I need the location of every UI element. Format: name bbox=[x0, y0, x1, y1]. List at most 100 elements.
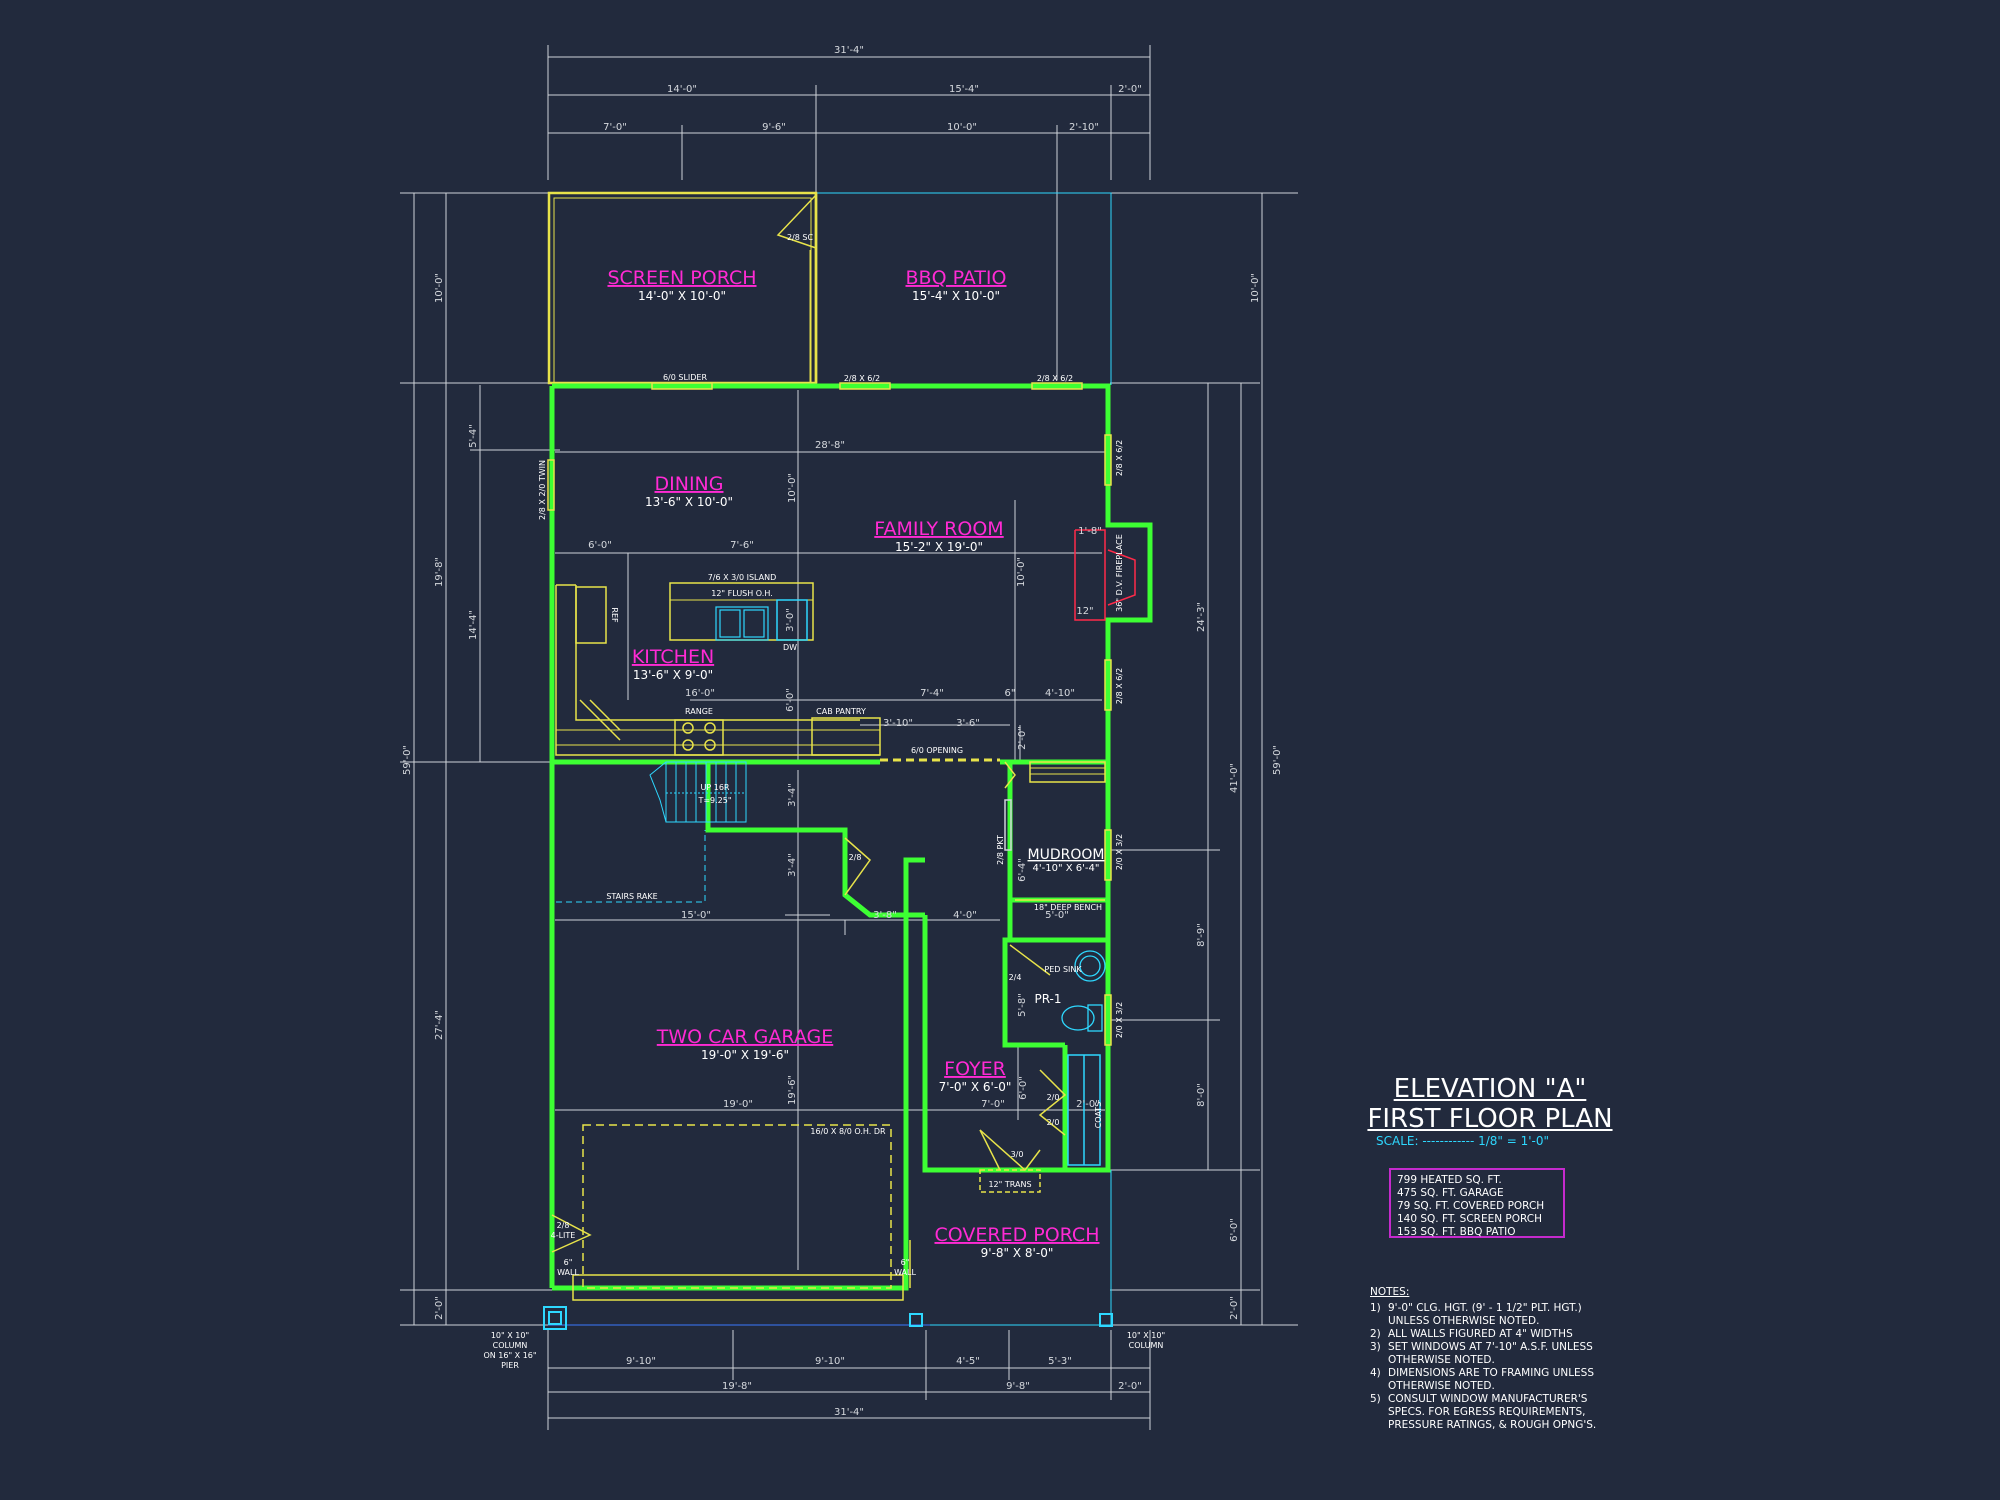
note-item: 1) 9'-0" CLG. HGT. (9' - 1 1/2" PLT. HGT.… bbox=[1370, 1302, 1610, 1328]
column-label: COLUMN bbox=[493, 1341, 528, 1350]
elevation-title: ELEVATION "A" bbox=[1393, 1074, 1587, 1104]
dim-left: 10'-0" bbox=[434, 273, 445, 303]
dim-interior: 6" bbox=[1005, 688, 1016, 699]
annotation-labels: 2/8 SC 6/0 SLIDER 2/8 X 6/2 2/8 X 6/2 2/… bbox=[483, 233, 1165, 1370]
door-label: 2/0 bbox=[1047, 1118, 1060, 1127]
note-number: 1) bbox=[1370, 1302, 1381, 1314]
columns bbox=[543, 1306, 1113, 1330]
door-label: 2/0 bbox=[1047, 1093, 1060, 1102]
dim-interior: 3'-8" bbox=[873, 910, 897, 921]
area-item: 799 HEATED SQ. FT. bbox=[1397, 1174, 1502, 1186]
note-text: 9'-0" CLG. HGT. (9' - 1 1/2" PLT. HGT.) … bbox=[1388, 1302, 1582, 1327]
dim-interior: 7'-0" bbox=[981, 1099, 1005, 1110]
stairs bbox=[556, 761, 747, 903]
stairs-riser-label: T=9.25" bbox=[697, 796, 731, 805]
doors bbox=[551, 837, 1101, 1288]
room-size: 13'-6" X 10'-0" bbox=[645, 495, 733, 509]
area-item: 153 SQ. FT. BBQ PATIO bbox=[1397, 1226, 1516, 1238]
dim-left-inner: 5'-4" bbox=[468, 424, 479, 448]
fireplace-label: 36" D.V. FIREPLACE bbox=[1115, 534, 1124, 612]
room-labels: SCREEN PORCH 14'-0" X 10'-0" BBQ PATIO 1… bbox=[607, 267, 1104, 1260]
room-name: DINING bbox=[655, 473, 724, 495]
dim-top: 2'-10" bbox=[1069, 122, 1099, 133]
dim-right: 10'-0" bbox=[1250, 273, 1261, 303]
dim-top: 15'-4" bbox=[949, 84, 979, 95]
door-label: 4-LITE bbox=[551, 1231, 576, 1240]
note-number: 4) bbox=[1370, 1367, 1381, 1379]
dim-interior: 3'-10" bbox=[883, 718, 913, 729]
wall-label: 6" bbox=[901, 1258, 910, 1267]
window-label: 2/8 X 6/2 bbox=[1037, 374, 1073, 383]
dim-interior: 6'-0" bbox=[785, 688, 796, 712]
room-size: 7'-0" X 6'-0" bbox=[939, 1080, 1012, 1094]
range-label: RANGE bbox=[685, 707, 713, 716]
dim-interior: 2'-0" bbox=[1017, 726, 1028, 750]
column-label: ON 16" X 16" bbox=[483, 1351, 536, 1360]
room-size: 19'-0" X 19'-6" bbox=[701, 1048, 789, 1062]
room-name: BBQ PATIO bbox=[906, 267, 1007, 289]
dim-bottom: 5'-3" bbox=[1048, 1356, 1072, 1367]
dim-left-outer: 59'-0" bbox=[402, 745, 413, 775]
room-name: FOYER bbox=[944, 1058, 1006, 1080]
door-label: 2/8 PKT bbox=[996, 835, 1005, 865]
dim-bottom: 9'-10" bbox=[626, 1356, 656, 1367]
note-text: DIMENSIONS ARE TO FRAMING UNLESS OTHERWI… bbox=[1388, 1367, 1595, 1392]
powder-room-fixtures bbox=[1061, 950, 1106, 1032]
note-item: 2)ALL WALLS FIGURED AT 4" WIDTHS bbox=[1370, 1328, 1610, 1341]
dim-interior: 19'-6" bbox=[787, 1075, 798, 1105]
door-label: 2/8 bbox=[557, 1221, 570, 1230]
dim-top: 10'-0" bbox=[947, 122, 977, 133]
stairs-rake-label: STAIRS RAKE bbox=[606, 892, 657, 901]
dim-interior: 6'-4" bbox=[1017, 858, 1028, 882]
scale-label: SCALE: ------------ 1/8" = 1'-0" bbox=[1376, 1134, 1550, 1148]
room-name: KITCHEN bbox=[632, 646, 714, 668]
dim-interior: 5'-8" bbox=[1017, 993, 1028, 1017]
dim-interior: 3'-4" bbox=[787, 853, 798, 877]
garage-door bbox=[572, 1124, 904, 1301]
dim-top: 9'-6" bbox=[762, 122, 786, 133]
area-item: 79 SQ. FT. COVERED PORCH bbox=[1397, 1200, 1545, 1212]
note-item: 4) DIMENSIONS ARE TO FRAMING UNLESS OTHER… bbox=[1370, 1367, 1610, 1393]
room-name: SCREEN PORCH bbox=[607, 267, 756, 289]
dim-interior: 5'-0" bbox=[1045, 910, 1069, 921]
refrigerator-label: REF bbox=[610, 607, 619, 623]
window-label: 2/0 X 3/2 bbox=[1115, 834, 1124, 870]
mudroom-bench bbox=[1004, 761, 1106, 901]
note-number: 5) bbox=[1370, 1393, 1381, 1405]
dim-interior: 2'-0" bbox=[1076, 1099, 1100, 1110]
transom-label: 12" TRANS bbox=[988, 1180, 1031, 1189]
room-name: COVERED PORCH bbox=[935, 1224, 1100, 1246]
window-label: 2/0 X 3/2 bbox=[1115, 1002, 1124, 1038]
column-label: 10" X 10" bbox=[1127, 1331, 1165, 1340]
dim-right: 41'-0" bbox=[1229, 763, 1240, 793]
dim-right: 8'-0" bbox=[1196, 1083, 1207, 1107]
stairs-label: UP 16R bbox=[701, 783, 730, 792]
dishwasher-label: DW bbox=[783, 643, 797, 652]
room-size: 4'-10" X 6'-4" bbox=[1033, 863, 1100, 874]
dim-bottom: 9'-10" bbox=[815, 1356, 845, 1367]
dim-interior: 4'-0" bbox=[953, 910, 977, 921]
window-label: 2/8 X 6/2 bbox=[844, 374, 880, 383]
dim-interior: 6'-0" bbox=[588, 540, 612, 551]
dim-left: 2'-0" bbox=[434, 1296, 445, 1320]
dim-interior: 3'-4" bbox=[787, 783, 798, 807]
column-label: COLUMN bbox=[1129, 1341, 1164, 1350]
dim-left: 27'-4" bbox=[434, 1010, 445, 1040]
dim-interior: 10'-0" bbox=[787, 473, 798, 503]
dim-left: 19'-8" bbox=[434, 557, 445, 587]
dim-interior: 10'-0" bbox=[1016, 557, 1027, 587]
note-text: SET WINDOWS AT 7'-10" A.S.F. UNLESS OTHE… bbox=[1388, 1341, 1593, 1366]
note-item: 3)SET WINDOWS AT 7'-10" A.S.F. UNLESS OT… bbox=[1370, 1341, 1610, 1367]
dim-interior: 3'-0" bbox=[785, 608, 796, 632]
wall-label: 6" bbox=[564, 1258, 573, 1267]
dim-interior: 19'-0" bbox=[723, 1099, 753, 1110]
window-label: 2/8 X 6/2 bbox=[1115, 440, 1124, 476]
dimension-lines bbox=[400, 45, 1298, 1430]
house-walls bbox=[549, 383, 1153, 1291]
dim-top: 14'-0" bbox=[667, 84, 697, 95]
room-name: TWO CAR GARAGE bbox=[656, 1026, 833, 1048]
note-text: ALL WALLS FIGURED AT 4" WIDTHS bbox=[1388, 1328, 1573, 1340]
window-label: 6/0 SLIDER bbox=[663, 373, 708, 382]
garage-door-label: 16/0 X 8/0 O.H. DR bbox=[810, 1127, 886, 1136]
dim-top: 2'-0" bbox=[1118, 84, 1142, 95]
